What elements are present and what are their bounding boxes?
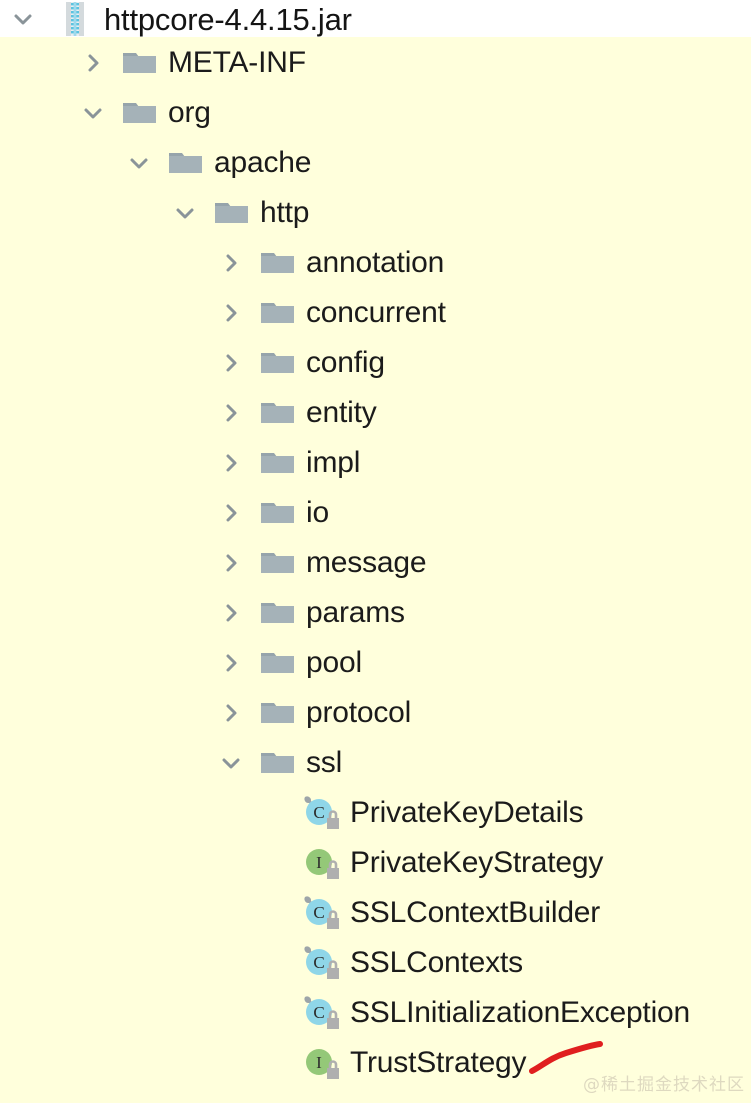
java-class-icon: C <box>302 994 340 1032</box>
tree-node-label: http <box>260 196 310 229</box>
tree-row-privatekeystrategy[interactable]: I PrivateKeyStrategy <box>0 838 751 888</box>
folder-icon <box>260 348 296 378</box>
chevron-right-icon[interactable] <box>216 348 246 378</box>
tree-node-label: protocol <box>306 696 412 729</box>
chevron-down-icon[interactable] <box>8 4 38 34</box>
tree-row-protocol[interactable]: protocol <box>0 688 751 738</box>
tree-node-label: params <box>306 596 405 629</box>
tree-row-http[interactable]: http <box>0 188 751 238</box>
tree-row-apache[interactable]: apache <box>0 138 751 188</box>
tree-node-label: SSLInitializationException <box>350 996 691 1029</box>
svg-text:I: I <box>316 853 322 872</box>
twisty-placeholder <box>262 1048 292 1078</box>
folder-icon <box>214 198 250 228</box>
tree-row-sslinitializationexception[interactable]: C SSLInitializationException <box>0 988 751 1038</box>
folder-icon <box>122 48 158 78</box>
folder-icon <box>260 1098 296 1103</box>
chevron-right-icon[interactable] <box>216 598 246 628</box>
tree-node-label: SSLContexts <box>350 946 523 979</box>
chevron-right-icon[interactable] <box>216 398 246 428</box>
folder-icon <box>260 298 296 328</box>
svg-text:C: C <box>313 1003 324 1022</box>
svg-text:C: C <box>313 803 324 822</box>
jar-file-icon <box>62 2 88 36</box>
chevron-right-icon[interactable] <box>216 1098 246 1103</box>
chevron-down-icon[interactable] <box>78 98 108 128</box>
tree-row-concurrent[interactable]: concurrent <box>0 288 751 338</box>
tree-row-sslcontexts[interactable]: C SSLContexts <box>0 938 751 988</box>
tree-row-truststrategy[interactable]: I TrustStrategy <box>0 1038 751 1088</box>
tree-node-label: annotation <box>306 246 445 279</box>
java-class-icon: C <box>302 944 340 982</box>
tree-row-pool[interactable]: pool <box>0 638 751 688</box>
chevron-down-icon[interactable] <box>170 198 200 228</box>
tree-row-annotation[interactable]: annotation <box>0 238 751 288</box>
chevron-right-icon[interactable] <box>216 698 246 728</box>
tree-row-privatekeydetails[interactable]: C PrivateKeyDetails <box>0 788 751 838</box>
tree-node-label: META-INF <box>168 46 306 79</box>
tree-node-label: TrustStrategy <box>350 1046 527 1079</box>
java-interface-icon: I <box>302 844 340 882</box>
tree-node-label: pool <box>306 646 362 679</box>
twisty-placeholder <box>262 798 292 828</box>
folder-icon <box>260 398 296 428</box>
svg-text:C: C <box>313 903 324 922</box>
chevron-right-icon[interactable] <box>216 498 246 528</box>
tree-node-label: impl <box>306 446 361 479</box>
chevron-right-icon[interactable] <box>78 48 108 78</box>
tree-row-params[interactable]: params <box>0 588 751 638</box>
folder-icon <box>260 248 296 278</box>
twisty-placeholder <box>262 948 292 978</box>
tree-row-meta-inf[interactable]: META-INF <box>0 38 751 88</box>
tree-node-label: PrivateKeyStrategy <box>350 846 604 879</box>
folder-icon <box>260 698 296 728</box>
root-row-background <box>0 0 751 37</box>
folder-icon <box>260 648 296 678</box>
chevron-down-icon[interactable] <box>216 748 246 778</box>
watermark-text: @稀土掘金技术社区 <box>583 1075 745 1095</box>
tree-row-io[interactable]: io <box>0 488 751 538</box>
java-interface-icon: I <box>302 1044 340 1082</box>
folder-icon <box>122 98 158 128</box>
tree-node-label: SSLContextBuilder <box>350 896 601 929</box>
tree-row-org[interactable]: org <box>0 88 751 138</box>
folder-icon <box>260 548 296 578</box>
tree-node-label: apache <box>214 146 312 179</box>
tree-row-impl[interactable]: impl <box>0 438 751 488</box>
tree-node-label: concurrent <box>306 296 446 329</box>
folder-icon <box>260 498 296 528</box>
folder-icon <box>260 598 296 628</box>
tree-node-label: org <box>168 96 211 129</box>
twisty-placeholder <box>262 848 292 878</box>
tree-node-label: PrivateKeyDetails <box>350 796 584 829</box>
svg-text:I: I <box>316 1053 322 1072</box>
chevron-right-icon[interactable] <box>216 448 246 478</box>
tree-row-config[interactable]: config <box>0 338 751 388</box>
folder-icon <box>260 748 296 778</box>
chevron-right-icon[interactable] <box>216 298 246 328</box>
tree-node-label: config <box>306 346 385 379</box>
tree-row-message[interactable]: message <box>0 538 751 588</box>
twisty-placeholder <box>262 998 292 1028</box>
chevron-right-icon[interactable] <box>216 248 246 278</box>
jar-root-label: httpcore-4.4.15.jar <box>104 1 352 37</box>
tree-row-entity[interactable]: entity <box>0 388 751 438</box>
tree-row-ssl[interactable]: ssl <box>0 738 751 788</box>
tree-row-sslcontextbuilder[interactable]: C SSLContextBuilder <box>0 888 751 938</box>
java-class-icon: C <box>302 794 340 832</box>
chevron-right-icon[interactable] <box>216 648 246 678</box>
java-class-icon: C <box>302 894 340 932</box>
tree-row-jar-root[interactable]: httpcore-4.4.15.jar <box>0 0 751 44</box>
tree-node-label: message <box>306 546 427 579</box>
folder-icon <box>260 448 296 478</box>
chevron-right-icon[interactable] <box>216 548 246 578</box>
tree-node-label: io <box>306 496 329 529</box>
svg-text:C: C <box>313 953 324 972</box>
tree-node-label: ssl <box>306 746 343 779</box>
chevron-down-icon[interactable] <box>124 148 154 178</box>
tree-node-label: entity <box>306 396 377 429</box>
folder-icon <box>168 148 204 178</box>
twisty-placeholder <box>262 898 292 928</box>
